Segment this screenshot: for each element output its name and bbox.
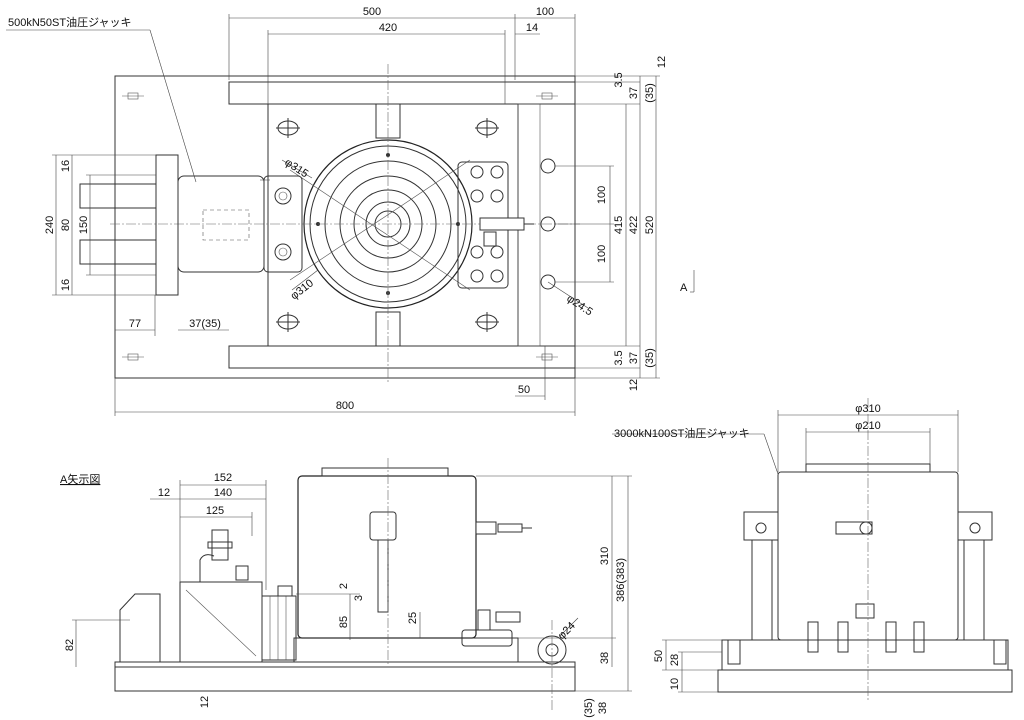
front-dimensions — [612, 410, 959, 693]
dim-r100b: 100 — [596, 245, 608, 263]
dim-80: 80 — [60, 219, 72, 231]
dim-85: 85 — [338, 616, 350, 628]
top-rail — [228, 81, 576, 105]
dim-dia24: φ24 — [556, 620, 578, 642]
dim-front-dia310: φ310 — [855, 403, 881, 415]
dim-2: 2 — [338, 583, 350, 589]
dim-37-35: 37(35) — [189, 318, 221, 330]
plan-dimensions — [6, 14, 695, 416]
dim-240: 240 — [44, 216, 56, 234]
jack-500-plan — [79, 154, 303, 296]
dim-38b: 38 — [597, 702, 609, 714]
dim-16b: 16 — [60, 279, 72, 291]
dim-38: 38 — [599, 652, 611, 664]
dim-140: 140 — [214, 487, 232, 499]
dim-50: 50 — [518, 384, 530, 396]
dim-r100a: 100 — [596, 186, 608, 204]
dim-800: 800 — [336, 400, 354, 412]
plan-view — [6, 14, 695, 416]
dim-25: 25 — [407, 612, 419, 624]
dim-152: 152 — [214, 472, 232, 484]
dim-310: 310 — [599, 547, 611, 565]
dim-front-28: 28 — [669, 654, 681, 666]
dim-12: 12 — [158, 487, 170, 499]
dim-r12a: 12 — [656, 56, 668, 68]
dim-front-dia210: φ210 — [855, 420, 881, 432]
jack-3000-side — [297, 475, 477, 639]
dim-r35b: (35) — [644, 348, 656, 368]
dim-r37a: 37 — [628, 87, 640, 99]
base-plate-outline — [114, 75, 576, 379]
dim-front-50: 50 — [653, 650, 665, 662]
bolt-slots — [276, 118, 499, 332]
dim-386: 386(383) — [615, 558, 627, 602]
dim-r3-5b: 3.5 — [613, 350, 625, 365]
dim-77: 77 — [129, 318, 141, 330]
dim-150: 150 — [78, 216, 90, 234]
dim-500: 500 — [363, 6, 381, 18]
dim-dia24-5: φ24.5 — [564, 293, 594, 319]
valve-block — [457, 161, 534, 289]
dim-r12b: 12 — [628, 379, 640, 391]
dim-front-10: 10 — [669, 678, 681, 690]
dim-r3-5a: 3.5 — [613, 72, 625, 87]
dim-dia315: φ315 — [282, 156, 310, 180]
slot-marks — [122, 92, 558, 361]
dim-dia310: φ310 — [288, 277, 315, 302]
side-base — [114, 666, 576, 692]
dim-35: (35) — [583, 698, 595, 718]
dim-12b: 12 — [199, 696, 211, 708]
label-jack-3000: 3000kN100ST油圧ジャッキ — [614, 426, 750, 440]
label-view-a: A矢示図 — [60, 472, 100, 486]
side-view — [72, 458, 632, 710]
dim-100: 100 — [536, 6, 554, 18]
dim-r415: 415 — [613, 216, 625, 234]
bottom-rail — [228, 345, 576, 369]
dim-420: 420 — [379, 22, 397, 34]
dim-125: 125 — [206, 505, 224, 517]
dim-3: 3 — [353, 595, 365, 601]
label-jack-500: 500kN50ST油圧ジャッキ — [8, 15, 132, 29]
dim-r35a: (35) — [644, 83, 656, 103]
side-dimensions — [72, 475, 632, 692]
dim-14: 14 — [526, 22, 538, 34]
dim-r520: 520 — [644, 216, 656, 234]
text-labels: 500kN50ST油圧ジャッキ 3000kN100ST油圧ジャッキ A矢示図 A… — [8, 6, 881, 718]
front-view — [612, 398, 1013, 700]
label-arrow-a: A — [680, 282, 688, 294]
dim-82: 82 — [64, 639, 76, 651]
dim-r422: 422 — [628, 216, 640, 234]
dim-16a: 16 — [60, 160, 72, 172]
dim-r37b: 37 — [628, 352, 640, 364]
